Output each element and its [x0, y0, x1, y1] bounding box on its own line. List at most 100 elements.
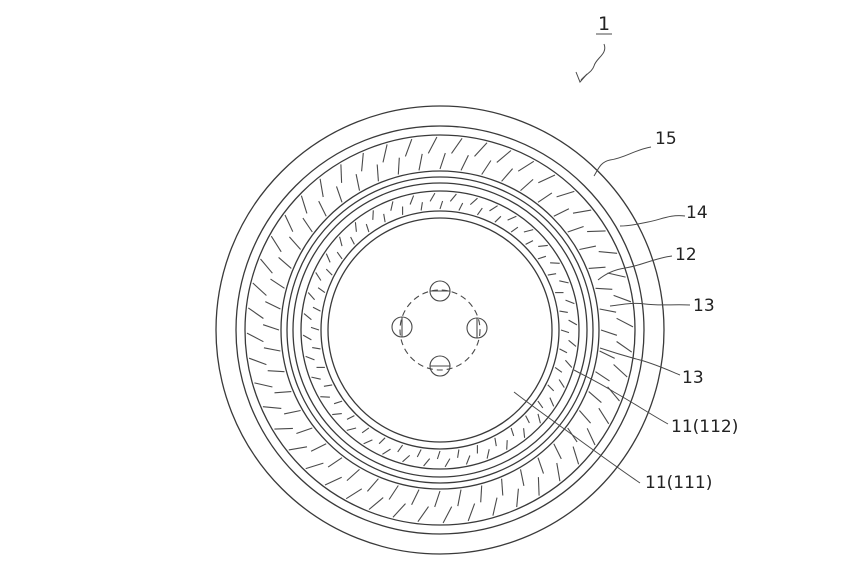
dashed-bolt-circle [399, 289, 481, 371]
outer-blade [579, 245, 597, 251]
outer-blade [417, 506, 429, 523]
inner-blade [554, 366, 563, 373]
outer-ring-15-inner [235, 125, 645, 535]
outer-blade [538, 174, 556, 184]
outer-blade [397, 157, 400, 175]
inner-blade [559, 310, 568, 313]
outer-blade [599, 350, 615, 359]
inner-blade [537, 255, 547, 260]
outer-blade [263, 347, 281, 352]
outer-blade [537, 192, 553, 203]
outer-blade [260, 258, 273, 274]
inner-blade [312, 347, 321, 350]
outer-blade [335, 186, 343, 203]
outer-blade [501, 478, 504, 496]
inner-blade [550, 262, 560, 264]
inner-blade [423, 458, 431, 467]
outer-blade [457, 489, 462, 507]
leader-13-lower [599, 347, 681, 376]
inner-blade [310, 326, 320, 331]
inner-blade [420, 202, 423, 211]
outer-blade [613, 364, 628, 378]
inner-blade [317, 287, 326, 294]
inner-blade [523, 428, 526, 438]
inner-blade [510, 427, 515, 437]
inner-blade [538, 244, 548, 247]
outer-blade [270, 235, 282, 253]
outer-blade [613, 294, 632, 303]
leader-11-111 [513, 391, 641, 484]
inner-blade [333, 400, 343, 405]
inner-blade [429, 192, 436, 202]
leader-14 [619, 215, 686, 227]
outer-blade [418, 153, 423, 171]
reference-arrow-shaft [580, 43, 606, 81]
outer-blade [434, 490, 441, 508]
outer-blade [467, 503, 476, 522]
outer-blade [404, 138, 413, 157]
outer-blade [572, 446, 580, 465]
inner-blade [537, 400, 544, 409]
inner-blade [444, 458, 451, 468]
outer-blade [300, 195, 308, 214]
outer-ring-15-outer [215, 105, 665, 555]
outer-blade [600, 329, 618, 336]
outer-blade [366, 478, 379, 492]
outer-blade [460, 155, 469, 171]
inner-blade [307, 292, 316, 301]
inner-blade [568, 339, 577, 347]
outer-blade [327, 457, 343, 468]
inner-blade [378, 437, 386, 445]
outer-blade [442, 506, 453, 524]
inner-blade [465, 455, 471, 465]
outer-blade [439, 152, 446, 170]
inner-blade [354, 222, 357, 232]
inner-blade [568, 319, 578, 326]
outer-blade [451, 137, 463, 154]
inner-blade [486, 449, 490, 459]
outer-blade [588, 266, 606, 269]
outer-blade [587, 230, 606, 233]
inner-blade [436, 450, 441, 460]
inner-blade [320, 396, 330, 398]
outer-blade [492, 497, 498, 516]
ring-12-inner [292, 182, 588, 478]
inner-blade [350, 236, 355, 245]
outer-blade [537, 477, 540, 496]
outer-blade [427, 136, 438, 154]
reference-arrow-head [575, 71, 588, 83]
inner-blade [302, 334, 312, 341]
inner-blade [547, 273, 557, 276]
inner-blade [382, 448, 391, 455]
inner-blade [560, 329, 570, 334]
outer-blade [598, 251, 618, 254]
inner-blade [558, 379, 565, 388]
inner-blade [507, 215, 517, 221]
ring-12-outer [286, 176, 594, 484]
leader-15 [593, 146, 652, 177]
reference-numeral: 1 [598, 13, 610, 35]
outer-blade [598, 407, 610, 425]
label-11-112: 11(112) [671, 417, 738, 437]
outer-blade [284, 214, 294, 232]
outer-blade [361, 152, 364, 172]
outer-blade [346, 468, 360, 482]
outer-blade [340, 164, 343, 183]
inner-blade [325, 253, 331, 263]
outer-blade [288, 236, 302, 250]
inner-blade [305, 355, 315, 361]
outer-blade [616, 317, 634, 328]
outer-blade [382, 144, 388, 163]
outer-blade [578, 410, 592, 424]
outer-blade [262, 324, 280, 331]
outer-blade [368, 497, 384, 510]
inner-blade [303, 313, 312, 321]
outer-blade [274, 427, 293, 430]
outer-blade [305, 462, 324, 470]
outer-blade [270, 278, 285, 289]
outer-blade [537, 457, 545, 474]
outer-blade [586, 428, 596, 446]
inner-blade [559, 280, 569, 284]
inner-blade [547, 384, 555, 392]
